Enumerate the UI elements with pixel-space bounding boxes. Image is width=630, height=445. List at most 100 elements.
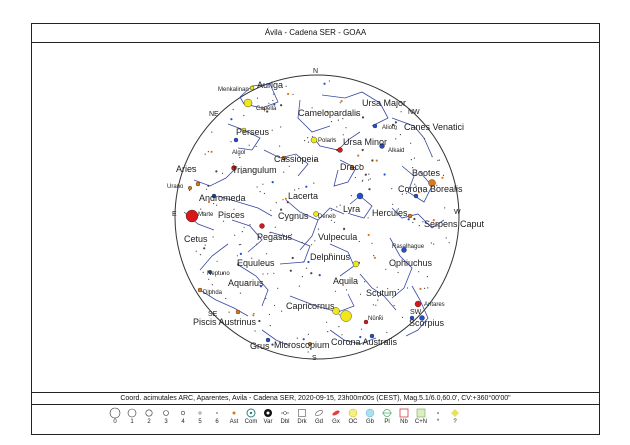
mag-2-icon: [145, 409, 153, 417]
faint-star: [292, 93, 294, 96]
faint-star: [401, 316, 404, 318]
label-alioth: Alioth: [382, 125, 397, 131]
planet-saturn: [332, 307, 340, 315]
mag-4-icon: [180, 410, 186, 416]
faint-star: [305, 267, 308, 269]
faint-star: [313, 182, 315, 184]
double-star-icon: [281, 411, 289, 415]
label-vulpecula: Vulpecula: [318, 232, 357, 242]
faint-star: [368, 173, 370, 175]
legend-mag-1: 1: [122, 407, 142, 425]
dir-se: SE: [208, 311, 218, 318]
label-canes-venatici: Canes Venatici: [404, 122, 464, 132]
faint-star: [393, 304, 395, 307]
faint-star: [304, 215, 306, 217]
faint-star: [311, 107, 313, 109]
star-capella: [243, 98, 253, 108]
faint-star: [314, 240, 316, 242]
legend-label: Ast: [229, 419, 239, 425]
faint-star: [410, 159, 412, 161]
faint-star: [304, 140, 306, 142]
star-triangulum: [231, 165, 237, 171]
label-neptuno: Neptuno: [207, 271, 230, 277]
faint-star: [277, 287, 279, 289]
faint-star: [207, 151, 209, 153]
legend-label: Var: [263, 419, 273, 425]
legend-gb: Gb: [360, 407, 380, 425]
legend-label: Gb: [365, 419, 374, 425]
legend-pl: Pl: [377, 407, 397, 425]
faint-star: [280, 126, 282, 128]
label-algol: Algol: [232, 150, 245, 156]
label-scutum: Scutum: [366, 288, 397, 298]
star-vega: [356, 192, 364, 200]
faint-star: [202, 271, 204, 273]
faint-star: [252, 314, 255, 317]
label-polaris: Polaris: [318, 138, 336, 144]
mag-3-icon: [163, 410, 169, 416]
faint-star: [274, 304, 276, 307]
faint-star: [241, 172, 243, 174]
faint-star: [256, 97, 259, 99]
faint-star: [207, 200, 211, 204]
faint-star: [360, 328, 363, 330]
star-menkalinan: [249, 85, 255, 91]
faint-star: [338, 314, 340, 316]
label-ursa-major: Ursa Major: [362, 98, 406, 108]
faint-star: [412, 221, 414, 224]
faint-star: [239, 281, 241, 283]
faint-star: [262, 273, 264, 275]
star-hercules: [407, 213, 413, 219]
planet-neptuno: [207, 270, 212, 275]
faint-star: [391, 123, 395, 126]
direction-labels: N NE NW E W SE SW S: [172, 68, 461, 362]
legend-label: 2: [147, 419, 151, 425]
star-scorpius-b: [419, 315, 425, 321]
label-capricornus: Capricornus: [286, 301, 335, 311]
faint-star: [367, 233, 370, 237]
variable-star-icon: [264, 409, 272, 417]
nebula-icon: [399, 408, 409, 418]
cluster-nebula-icon: [416, 408, 426, 418]
faint-star: [216, 204, 218, 206]
label-scorpius: Scorpius: [409, 318, 445, 328]
faint-star: [354, 176, 356, 179]
faint-star: [413, 217, 416, 221]
legend-dbl: Dbl: [275, 407, 295, 425]
faint-star: [298, 188, 300, 190]
faint-star: [294, 189, 296, 191]
legend-star: *: [428, 407, 448, 425]
faint-star: [307, 137, 309, 139]
faint-star: [286, 201, 289, 204]
faint-star: [419, 287, 422, 290]
legend-mag-4: 4: [173, 407, 193, 425]
faint-star: [338, 326, 340, 328]
star-deneb: [313, 211, 319, 217]
faint-star: [338, 280, 341, 283]
planet-urano: [187, 185, 192, 190]
faint-star: [418, 225, 420, 227]
faint-star: [397, 271, 399, 274]
legend-label: Dbl: [280, 419, 290, 425]
faint-star: [195, 250, 197, 252]
faint-star: [192, 167, 194, 169]
chart-frame: [31, 23, 600, 435]
label-microscopium: Microscopium: [274, 340, 330, 350]
faint-star: [307, 333, 309, 335]
label-menkalinan: Menkalinan: [218, 87, 249, 93]
faint-star: [271, 129, 273, 131]
legend-label: 6: [215, 419, 219, 425]
globular-cluster-icon: [365, 408, 375, 418]
faint-star: [280, 208, 283, 211]
faint-star: [280, 104, 283, 107]
faint-star: [372, 304, 374, 306]
faint-star: [262, 183, 264, 185]
dir-nw: NW: [408, 109, 420, 116]
faint-star: [296, 337, 298, 339]
star-altair: [352, 260, 360, 268]
faint-star: [302, 338, 305, 341]
faint-star: [258, 319, 261, 323]
faint-star: [395, 138, 397, 140]
faint-star: [314, 158, 317, 162]
